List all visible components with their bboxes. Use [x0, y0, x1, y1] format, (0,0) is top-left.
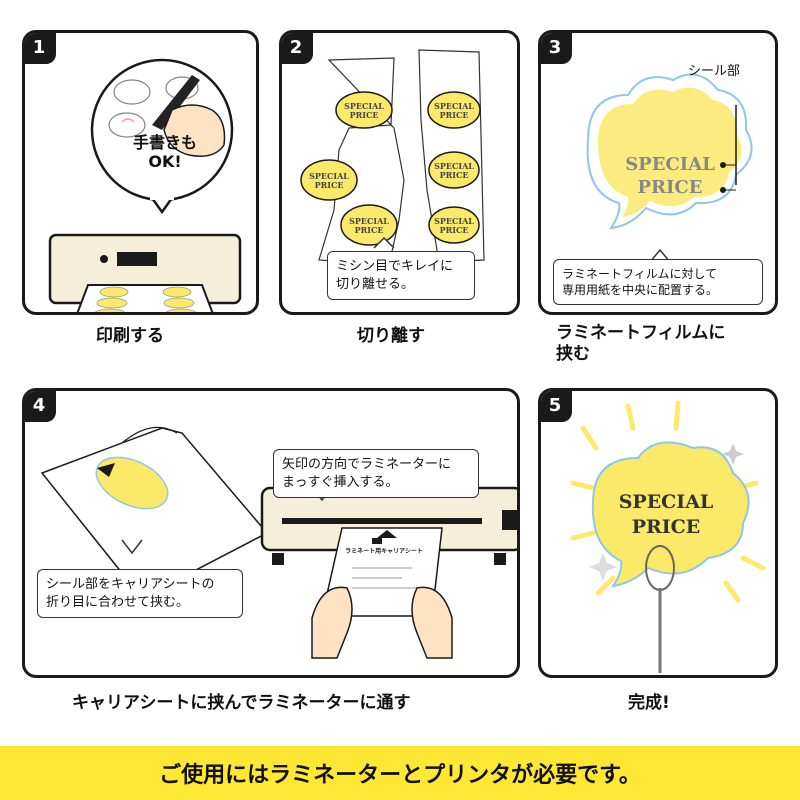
svg-text:SPECIAL: SPECIAL — [434, 101, 474, 111]
finished-sign-illustration: SPECIAL PRICE — [570, 400, 766, 673]
carrier-sheet-title: ラミネート用キャリアシート — [345, 547, 423, 555]
step-number: 4 — [25, 391, 56, 422]
svg-text:PRICE: PRICE — [315, 180, 344, 190]
step-5-panel: 5 SPECIAL PRICE — [538, 388, 778, 678]
step-4-align-note: シール部をキャリアシートの 折り目に合わせて挟む。 — [37, 569, 243, 619]
step-3-caption-line1: ラミネートフィルムに — [556, 323, 726, 343]
step-4-panel: 4 ラミネート用キャリアシート 矢印の方向でラミネーターに まっすぐ挿入する。 … — [22, 388, 520, 678]
requirement-banner: ご使用にはラミネーターとプリンタが必要です。 — [0, 746, 800, 800]
svg-text:SPECIAL: SPECIAL — [434, 161, 474, 171]
sign-text-line1: SPECIAL — [625, 154, 715, 175]
svg-text:SPECIAL: SPECIAL — [434, 216, 474, 226]
step-2-note: ミシン目でキレイに 切り離せる。 — [327, 251, 475, 301]
step-1-caption: 印刷する — [96, 326, 164, 346]
svg-text:PRICE: PRICE — [440, 225, 469, 235]
step-number: 2 — [282, 33, 313, 64]
handwriting-ok-label: 手書きも OK! — [120, 133, 210, 171]
sign-text-line2: PRICE — [632, 516, 701, 538]
svg-text:SPECIAL: SPECIAL — [349, 216, 389, 226]
step-4-insert-note: 矢印の方向でラミネーターに まっすぐ挿入する。 — [273, 449, 479, 499]
hand-with-pen — [152, 75, 200, 130]
step-number: 3 — [541, 33, 572, 64]
step-4-caption: キャリアシートに挟んでラミネーターに通す — [72, 693, 411, 713]
step-5-caption: 完成! — [628, 693, 670, 713]
step-3-caption: ラミネートフィルムに 挟む — [556, 323, 725, 366]
step-number: 1 — [25, 33, 56, 64]
sticker-part-label: シール部 — [688, 64, 741, 79]
laminator-illustration: ラミネート用キャリアシート — [40, 426, 517, 659]
handwriting-line2: OK! — [148, 152, 182, 172]
svg-text:PRICE: PRICE — [440, 170, 469, 180]
svg-text:PRICE: PRICE — [350, 110, 379, 120]
step-3-panel: 3 SPECIAL PRICE シール部 ラミネートフィルムに対して 専用用紙を… — [538, 30, 778, 315]
step-2-caption: 切り離す — [357, 326, 425, 346]
step-3-caption-line2: 挟む — [556, 344, 590, 365]
sign-text-line1: SPECIAL — [619, 491, 714, 513]
svg-text:PRICE: PRICE — [440, 110, 469, 120]
step-1-panel: 1 手書きも OK! — [22, 30, 259, 315]
step-number: 5 — [541, 391, 572, 422]
svg-text:PRICE: PRICE — [355, 225, 384, 235]
svg-text:SPECIAL: SPECIAL — [344, 101, 384, 111]
step-3-note: ラミネートフィルムに対して 専用用紙を中央に配置する。 — [553, 259, 763, 306]
printing-illustration — [48, 58, 242, 312]
svg-text:SPECIAL: SPECIAL — [309, 171, 349, 181]
handwriting-line1: 手書きも — [132, 133, 197, 152]
sign-text-line2: PRICE — [638, 177, 703, 198]
laminate-film-illustration: SPECIAL PRICE — [586, 73, 753, 263]
